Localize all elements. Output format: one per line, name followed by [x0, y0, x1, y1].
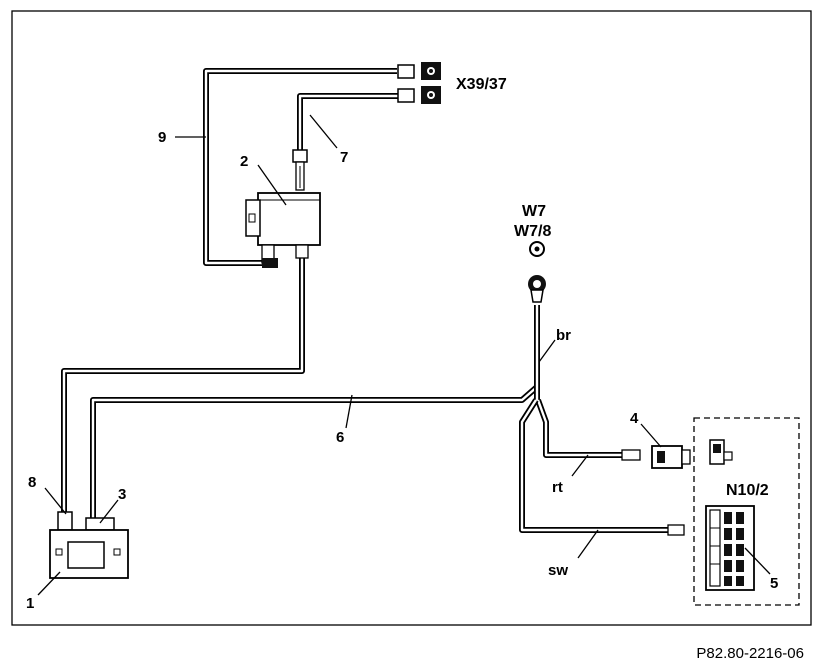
figure-reference: P82.80-2216-06: [696, 645, 804, 662]
connector-x39-37-lower: [397, 86, 441, 104]
inline-plug: [292, 149, 308, 191]
label-x39-37: X39/37: [456, 76, 507, 93]
label-rt: rt: [552, 479, 563, 496]
diagram-frame: [11, 10, 812, 626]
leader-lines: [37, 114, 771, 596]
label-1: 1: [26, 595, 34, 612]
wire-6: [90, 383, 540, 518]
wire-sw: [519, 398, 668, 533]
label-3: 3: [118, 486, 126, 503]
label-br: br: [556, 327, 571, 344]
ground-point-w7: [529, 241, 545, 257]
ground-terminal-w7-8: [528, 275, 546, 303]
wire-9: [203, 68, 397, 266]
label-n10-2: N10/2: [726, 482, 769, 499]
label-w7-8: W7/8: [514, 223, 551, 240]
n10-2-socket: [709, 439, 733, 465]
component-1-unit: [49, 511, 129, 579]
wire-rt: [535, 398, 622, 458]
label-8: 8: [28, 474, 36, 491]
label-6: 6: [336, 429, 344, 446]
label-w7: W7: [522, 203, 546, 220]
wire-8: [61, 258, 305, 512]
component-2-module: [245, 192, 321, 268]
label-7: 7: [340, 149, 348, 166]
component-4-plug: [651, 445, 691, 469]
n10-2-outline: [693, 417, 800, 606]
connector-x39-37-upper: [397, 62, 441, 80]
label-2: 2: [240, 153, 248, 170]
wire-7: [297, 93, 398, 150]
wire-end-sw: [667, 524, 685, 536]
wire-end-rt: [621, 449, 641, 461]
label-4: 4: [630, 410, 639, 427]
label-sw: sw: [548, 562, 568, 579]
label-5: 5: [770, 575, 778, 592]
label-9: 9: [158, 129, 166, 146]
n10-2-block: [705, 505, 755, 591]
